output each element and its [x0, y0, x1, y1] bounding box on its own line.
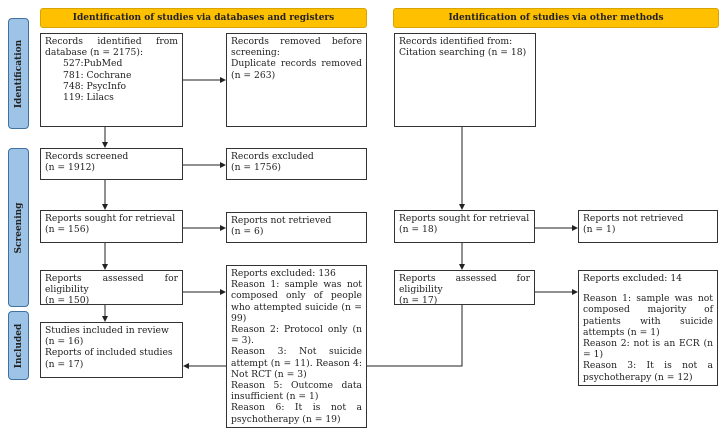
box-reports-assessed-other: Reports assessed for eligibility (n = 17… [394, 270, 535, 305]
box-reports-excluded-other: Reports excluded: 14 Reason 1: sample wa… [578, 270, 718, 386]
header-other-methods: Identification of studies via other meth… [393, 8, 719, 28]
text: 119: Lilacs [63, 92, 114, 104]
text: Reports of included studies [45, 347, 173, 359]
text: Records excluded [231, 151, 314, 162]
text: Reason 3: Not suicide attempt (n = 11). … [231, 346, 362, 380]
box-records-removed: Records removed before screening: Duplic… [226, 33, 367, 127]
text: (n = 6) [231, 226, 264, 238]
header-databases: Identification of studies via databases … [40, 8, 367, 28]
box-studies-included: Studies included in review (n = 16) Repo… [40, 322, 183, 378]
box-reports-sought-other: Reports sought for retrieval (n = 18) [394, 210, 535, 243]
phase-identification: Identification [8, 18, 29, 129]
text: Records screened [45, 151, 129, 162]
phase-screening: Screening [8, 148, 29, 307]
text: Duplicate records removed (n = 263) [231, 58, 362, 81]
text: 527:PubMed [63, 58, 123, 70]
text: Reason 2: not is an ECR (n = 1) [583, 338, 713, 361]
text: (n = 156) [45, 224, 90, 236]
text: Reports excluded: 136 [231, 268, 336, 279]
text: Reason 1: sample was not composed only o… [231, 279, 362, 324]
text: Records identified from database (n = 21… [45, 36, 178, 59]
box-records-identified: Records identified from database (n = 21… [40, 33, 183, 127]
text: Reason 6: It is not a psychotherapy (n =… [231, 402, 362, 425]
box-reports-sought: Reports sought for retrieval (n = 156) [40, 210, 183, 243]
box-reports-not-retrieved-other: Reports not retrieved (n = 1) [578, 210, 718, 243]
text: Records removed before screening: [231, 36, 362, 59]
text: (n = 1912) [45, 162, 96, 174]
text: Records identified from: [399, 36, 513, 47]
phase-included: Included [8, 311, 29, 380]
text: Reports not retrieved [231, 215, 332, 226]
box-reports-assessed: Reports assessed for eligibility (n = 15… [40, 270, 183, 305]
box-reports-excluded: Reports excluded: 136 Reason 1: sample w… [226, 265, 367, 428]
text: (n = 18) [399, 224, 438, 236]
box-citation-records: Records identified from: Citation search… [394, 33, 536, 127]
text: Studies included in review [45, 325, 169, 336]
text: Reports sought for retrieval [399, 213, 530, 224]
text: (n = 150) [45, 295, 90, 305]
text: Reason 2: Protocol only (n = 3). [231, 324, 362, 347]
text: Reason 3: It is not a psychotherapy (n =… [583, 360, 713, 383]
text: Citation searching (n = 18) [399, 47, 527, 59]
text: Reports sought for retrieval [45, 213, 176, 224]
text: Reports assessed for eligibility [399, 273, 530, 296]
box-records-excluded: Records excluded (n = 1756) [226, 148, 367, 180]
text: (n = 1) [583, 224, 616, 236]
text: Reason 5: Outcome data insufficient (n =… [231, 380, 362, 403]
box-records-screened: Records screened (n = 1912) [40, 148, 183, 180]
text: (n = 1756) [231, 162, 282, 174]
text: (n = 17) [45, 358, 84, 370]
text: Reports excluded: 14 [583, 273, 683, 284]
text: (n = 17) [399, 295, 438, 305]
text: (n = 16) [45, 336, 84, 348]
text: 748: PsycInfo [63, 80, 127, 92]
text: Reports not retrieved [583, 213, 684, 224]
text: Reports assessed for eligibility [45, 273, 178, 296]
text: Reason 1: sample was not composed majori… [583, 293, 713, 338]
text: 781: Cochrane [63, 69, 132, 81]
box-reports-not-retrieved: Reports not retrieved (n = 6) [226, 212, 367, 243]
